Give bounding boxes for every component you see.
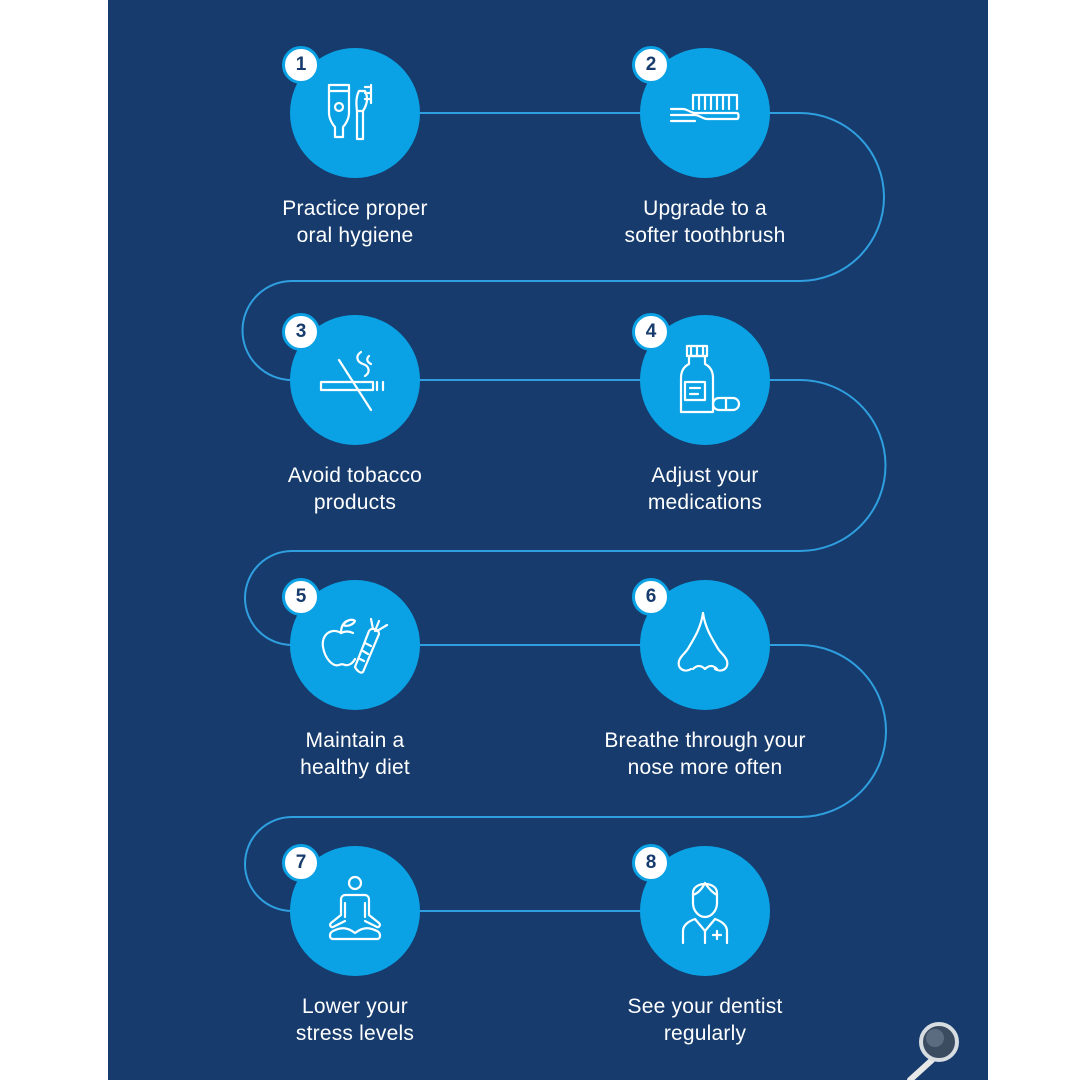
dentist-icon bbox=[681, 881, 729, 945]
step-8-number-badge: 8 bbox=[632, 844, 670, 882]
step-6-circle bbox=[640, 580, 770, 710]
medicine-bottle-and-pill-icon bbox=[679, 344, 741, 414]
apple-and-carrot-icon bbox=[321, 617, 389, 674]
step-3-label: Avoid tobacco products bbox=[205, 462, 505, 516]
step-5-label-line-1: Maintain a bbox=[305, 729, 405, 752]
step-2-label: Upgrade to a softer toothbrush bbox=[555, 195, 855, 249]
step-6-label-line-2: nose more often bbox=[627, 756, 783, 779]
step-1-label-line-1: Practice proper bbox=[282, 197, 428, 220]
step-8-label-line-1: See your dentist bbox=[627, 995, 783, 1018]
no-smoking-icon bbox=[319, 350, 385, 412]
step-7-label-line-1: Lower your bbox=[302, 995, 408, 1018]
step-4-label: Adjust your medications bbox=[555, 462, 855, 516]
step-3-label-line-2: products bbox=[313, 491, 397, 514]
step-1-number-badge: 1 bbox=[282, 46, 320, 84]
step-1-label: Practice proper oral hygiene bbox=[205, 195, 505, 249]
step-4-label-line-1: Adjust your bbox=[651, 464, 759, 487]
toothbrush-icon bbox=[669, 93, 740, 123]
step-8-label-line-2: regularly bbox=[663, 1022, 747, 1045]
toothpaste-and-toothbrush-icon bbox=[327, 83, 373, 141]
step-5-number-badge: 5 bbox=[282, 578, 320, 616]
step-6-number-badge: 6 bbox=[632, 578, 670, 616]
meditation-icon bbox=[328, 875, 382, 941]
step-7-label: Lower your stress levels bbox=[205, 993, 505, 1047]
step-3-number-badge: 3 bbox=[282, 313, 320, 351]
step-6-label-line-1: Breathe through your bbox=[604, 729, 806, 752]
step-1-label-line-2: oral hygiene bbox=[296, 224, 414, 247]
step-5-label-line-2: healthy diet bbox=[300, 756, 410, 779]
step-3-label-line-1: Avoid tobacco bbox=[287, 464, 423, 487]
step-2-number-badge: 2 bbox=[632, 46, 670, 84]
step-5-label: Maintain a healthy diet bbox=[205, 727, 505, 781]
step-2-label-line-1: Upgrade to a bbox=[643, 197, 767, 220]
step-7-number-badge: 7 bbox=[282, 844, 320, 882]
step-8-label: See your dentist regularly bbox=[555, 993, 855, 1047]
step-7-label-line-2: stress levels bbox=[295, 1022, 415, 1045]
step-6-label: Breathe through your nose more often bbox=[555, 727, 855, 781]
step-2-label-line-2: softer toothbrush bbox=[624, 224, 786, 247]
step-4-number-badge: 4 bbox=[632, 313, 670, 351]
step-4-label-line-2: medications bbox=[647, 491, 763, 514]
nose-icon bbox=[677, 611, 729, 672]
